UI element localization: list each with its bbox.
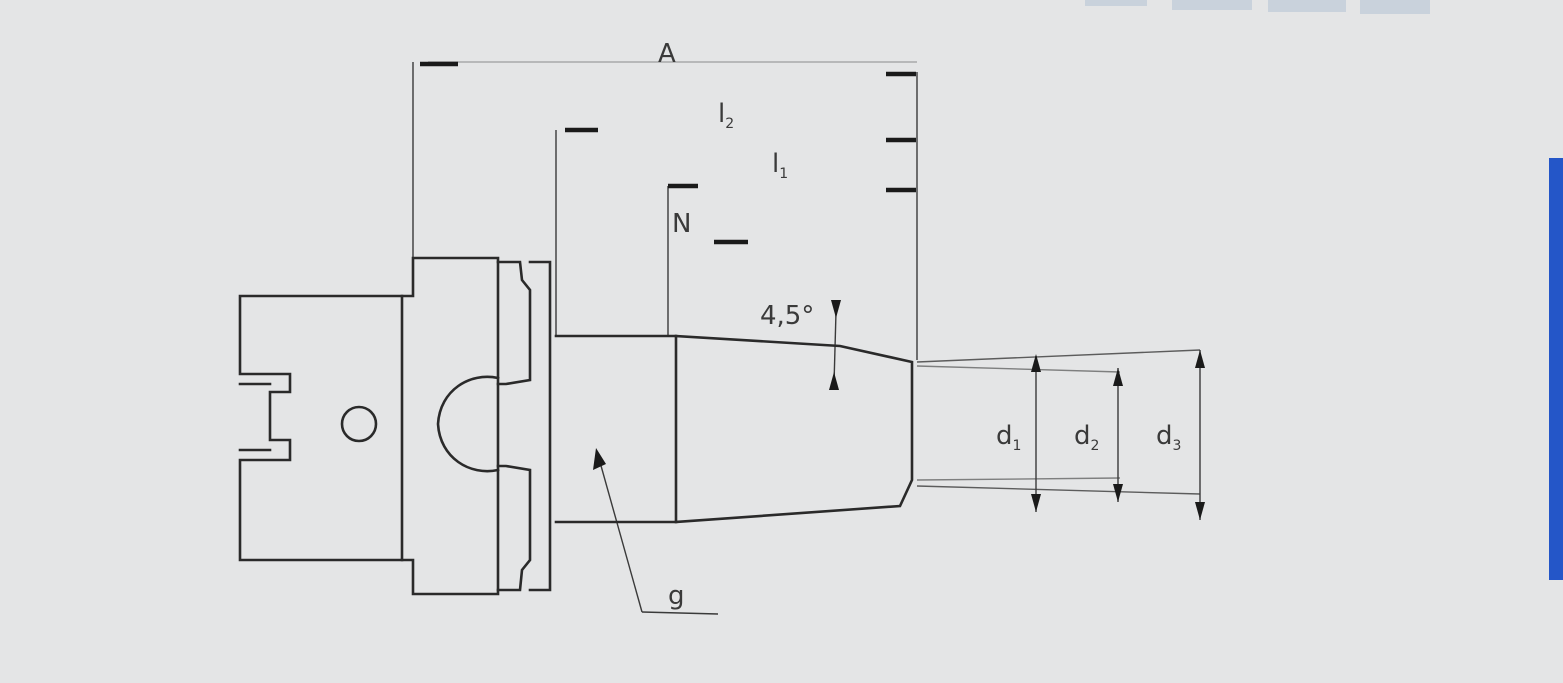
arrow-d1-bot [1031,494,1041,512]
top-tab [1085,0,1147,6]
arrow-d2-bot [1113,484,1123,502]
label-l2: l2 [718,99,734,132]
holder-notch [436,375,500,473]
holder-collar [528,260,552,592]
accent-bar [1549,158,1563,580]
arrow-d2-top [1113,368,1123,386]
arrow-angle-top [831,300,841,318]
ext-line-d-bot [916,485,1201,495]
dim-line-angle [833,311,837,385]
arrow-d3-top [1195,350,1205,368]
holder-hole [340,405,378,443]
tool-holder [238,256,914,596]
tick-marks [420,61,916,245]
holder-groove-bottom [496,464,532,592]
label-d3: d3 [1156,421,1181,454]
arrow-d3-bot [1195,502,1205,520]
ext-line-d2-top [916,365,1121,373]
holder-shank [554,334,678,524]
holder-flange [400,256,500,596]
label-angle: 4,5° [760,301,814,331]
leader-g-shelf [641,611,719,615]
arrow-g [593,448,606,470]
top-tabs [1085,0,1430,14]
dimension-lines [412,61,1201,615]
holder-rear-body [238,294,404,562]
arrow-angle-bot [829,372,839,390]
ext-line-d-top [916,349,1201,363]
holder-taper [674,334,914,524]
label-A: A [658,39,676,69]
label-g: g [668,581,685,611]
top-tab [1360,0,1430,14]
ext-line-d2-bot [916,477,1121,481]
label-l1: l1 [772,149,788,182]
holder-groove-top [496,260,532,386]
label-d1: d1 [996,421,1021,454]
leader-g [597,454,643,613]
dimension-labels: A l2 l1 N 4,5° d1 d2 d3 g [658,39,1181,611]
arrow-d1-top [1031,354,1041,372]
dimension-arrows [593,300,1205,520]
label-d2: d2 [1074,421,1099,454]
top-tab [1172,0,1252,10]
label-N: N [672,209,691,239]
top-tab [1268,0,1346,12]
